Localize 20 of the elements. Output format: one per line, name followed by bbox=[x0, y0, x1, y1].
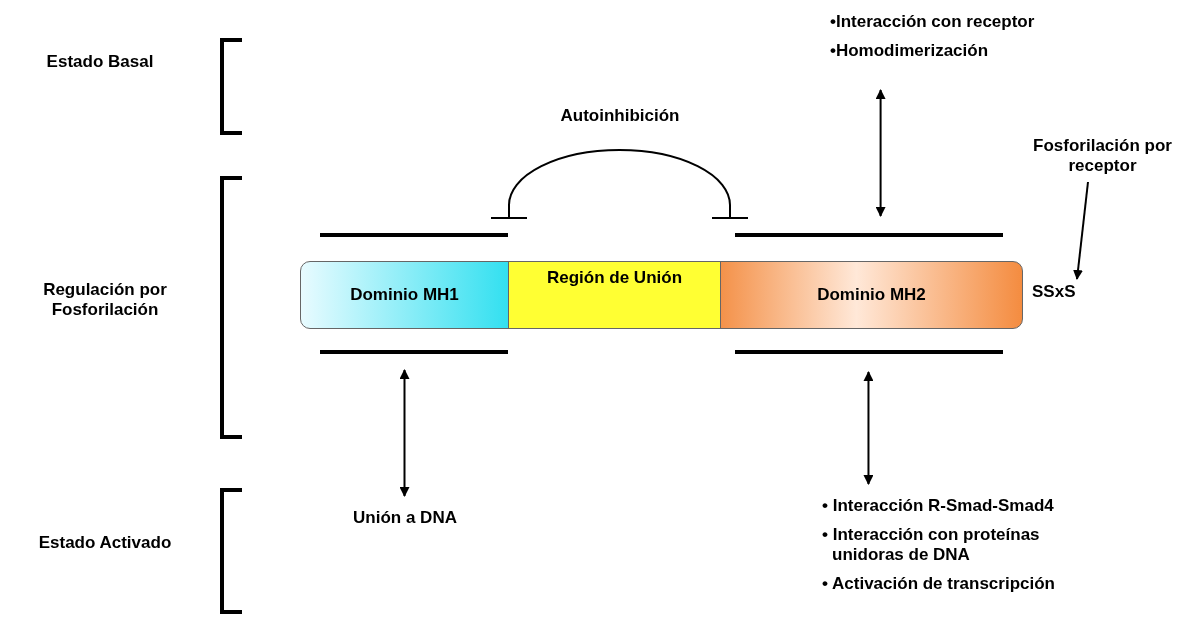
double-arrow bbox=[875, 89, 886, 217]
domain-box: Región de Unión bbox=[508, 261, 721, 329]
bullet-item: • Interacción R-Smad-Smad4 bbox=[822, 496, 1055, 516]
bullet-item: •Homodimerización bbox=[830, 41, 990, 61]
stage-label: Estado Activado bbox=[37, 533, 173, 553]
domain-box: Dominio MH2 bbox=[720, 261, 1023, 329]
text-label: Unión a DNA bbox=[320, 508, 490, 528]
bullet-item: • Interacción con proteínas unidoras de DNA bbox=[822, 525, 1041, 565]
inhibition-arc bbox=[490, 149, 749, 219]
text-label: Fosforilación por receptor bbox=[1030, 136, 1175, 176]
bullet-item: •Interacción con receptor bbox=[830, 12, 1036, 32]
stage-label: Estado Basal bbox=[45, 52, 155, 72]
arrow bbox=[1073, 181, 1089, 280]
edge-label: Autoinhibición bbox=[559, 106, 681, 126]
bullet-item: • Activación de transcripción bbox=[822, 574, 1056, 594]
stage-label: Regulación por Fosforilación bbox=[42, 280, 168, 320]
domain-box: Dominio MH1 bbox=[300, 261, 509, 329]
double-arrow bbox=[863, 371, 874, 485]
text-label: SSxS bbox=[1032, 282, 1092, 302]
double-arrow bbox=[399, 369, 410, 497]
